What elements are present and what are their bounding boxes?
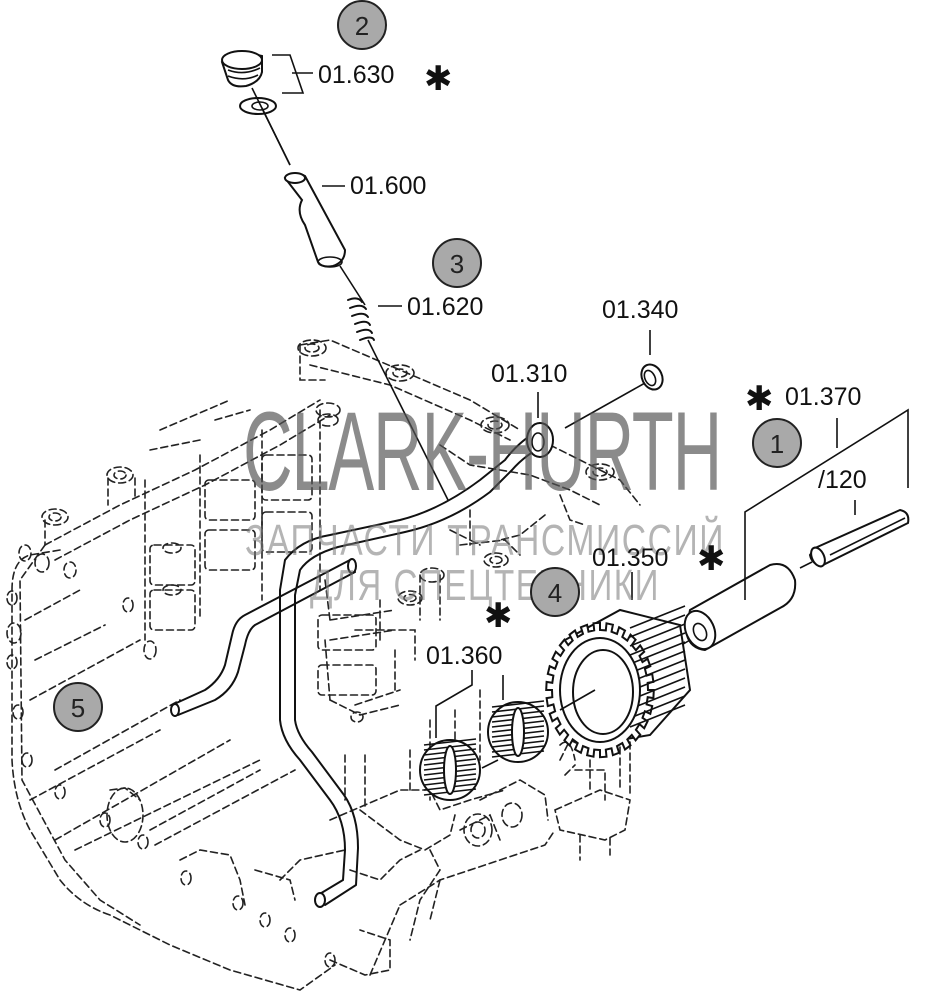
label-120[interactable]: /120 (818, 466, 867, 494)
marker-asterisk-icon: ✱ (484, 596, 513, 636)
callout-number: 3 (450, 249, 464, 279)
label-01-620[interactable]: 01.620 (407, 293, 483, 321)
watermark: CLARK-HURTH ЗАПЧАСТИ ТРАНСМИССИЙ ДЛЯ СПЕ… (243, 389, 725, 610)
pin-120[interactable] (799, 508, 910, 569)
label-01-340[interactable]: 01.340 (602, 296, 678, 324)
marker-asterisk-icon: ✱ (745, 379, 774, 419)
gear-tooth-line (629, 623, 686, 647)
transmission-housing (6, 339, 641, 991)
watermark-brand: CLARK-HURTH (243, 389, 721, 514)
marker-asterisk-icon: ✱ (697, 539, 726, 579)
oring-01-340[interactable] (564, 361, 667, 429)
tube-01-310[interactable] (170, 422, 554, 908)
bearing-roller-line (491, 700, 545, 708)
label-01-360[interactable]: 01.360 (426, 642, 502, 670)
needle-bearings-01-360[interactable] (419, 700, 549, 801)
callout-4[interactable]: 4 (530, 567, 580, 617)
marker-asterisk-icon: ✱ (424, 59, 453, 99)
callout-number: 4 (548, 578, 562, 608)
gear-tooth-line (629, 704, 686, 728)
callout-2[interactable]: 2 (337, 0, 387, 50)
bearing-bore (511, 707, 525, 757)
gear-tooth-line (629, 614, 686, 638)
gear-tooth-line (629, 695, 686, 719)
gear-01-350[interactable] (545, 605, 692, 759)
watermark-line2: ДЛЯ СПЕЦТЕХНИКИ (310, 561, 660, 610)
gear-tooth-line (629, 650, 686, 674)
callout-1[interactable]: 1 (752, 418, 802, 468)
shaft-01-370[interactable] (669, 563, 797, 654)
label-01-600[interactable]: 01.600 (350, 172, 426, 200)
callout-3[interactable]: 3 (432, 238, 482, 288)
watermark-line1: ЗАПЧАСТИ ТРАНСМИССИЙ (245, 514, 725, 565)
sleeve-01-600[interactable] (283, 172, 366, 306)
gear-tooth-line (629, 641, 686, 665)
bearing-bore (443, 745, 457, 795)
bearing-roller-line (423, 738, 477, 746)
label-01-370[interactable]: 01.370 (785, 383, 861, 411)
leader-lines (272, 54, 909, 738)
label-01-350[interactable]: 01.350 (592, 544, 668, 572)
gear-tooth-line (629, 605, 686, 629)
callout-5[interactable]: 5 (53, 682, 103, 732)
label-01-310[interactable]: 01.310 (491, 360, 567, 388)
plug-01-630[interactable] (220, 50, 291, 166)
callout-number: 5 (71, 693, 85, 723)
label-01-630[interactable]: 01.630 (318, 61, 394, 89)
callout-number: 1 (770, 429, 784, 459)
gear-tooth-line (629, 632, 686, 656)
callout-number: 2 (355, 11, 369, 41)
spring-01-620[interactable] (347, 297, 449, 501)
